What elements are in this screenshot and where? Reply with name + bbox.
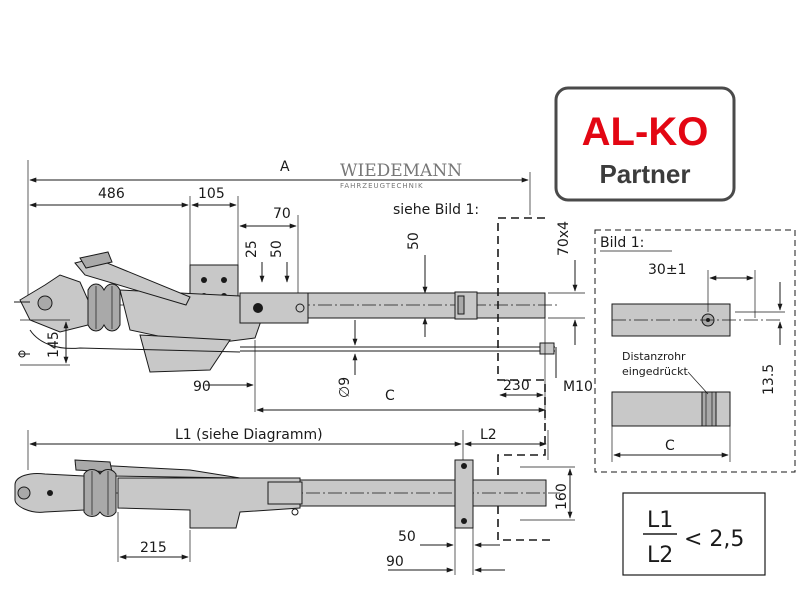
dim-90: 90 [193, 379, 211, 395]
note-siehe-bild: siehe Bild 1: [393, 202, 479, 218]
dim-50-bottom: 50 [398, 529, 416, 545]
ratio-relation: < 2,5 [684, 527, 744, 552]
watermark-main: WIEDEMANN [340, 161, 462, 181]
dim-L2: L2 [480, 427, 497, 443]
dim-50-tube: 50 [406, 232, 422, 250]
detail-dim-30: 30±1 [648, 262, 686, 278]
watermark-sub: FAHRZEUGTECHNIK [340, 182, 424, 190]
dim-90-bottom: 90 [386, 554, 404, 570]
detail-dim-13-5: 13.5 [761, 364, 777, 395]
ratio-numerator: L1 [647, 508, 673, 533]
dim-A: A [280, 159, 290, 175]
dim-L1: L1 (siehe Diagramm) [175, 427, 323, 443]
dim-70: 70 [273, 206, 291, 222]
dim-486: 486 [98, 186, 125, 202]
wiedemann-watermark: WIEDEMANN FAHRZEUGTECHNIK [340, 161, 462, 190]
dim-M10: M10 [563, 379, 593, 395]
bottom-view: L1 (siehe Diagramm) L2 160 [14, 427, 575, 575]
dim-50-vertical: 50 [269, 240, 285, 258]
top-view: A 486 105 70 25 50 siehe Bild 1: 50 [14, 159, 593, 541]
ratio-box: L1 L2 < 2,5 [622, 492, 766, 576]
dim-diameter-9: ∅9 [337, 377, 353, 398]
dim-145: 145 [46, 331, 62, 358]
dim-160: 160 [554, 483, 570, 510]
detail-note-line1: Distanzrohr [622, 350, 686, 363]
detail-bild-1: Bild 1: 30±1 13.5 Distanzrohr eingedrück… [594, 229, 796, 473]
dim-105: 105 [198, 186, 225, 202]
dim-C: C [385, 388, 395, 404]
ratio-denominator: L2 [647, 543, 673, 568]
detail-dim-C: C [665, 438, 675, 454]
alko-logo-text: AL-KO [582, 110, 709, 154]
dim-230: 230 [503, 378, 530, 394]
detail-title: Bild 1: [600, 235, 644, 251]
detail-note-line2: eingedrückt [622, 365, 688, 378]
partner-label: Partner [599, 159, 690, 189]
alko-partner-logo: AL-KO Partner [554, 86, 736, 202]
dim-25: 25 [244, 240, 260, 258]
dim-215: 215 [140, 540, 167, 556]
bellows-top [87, 283, 121, 332]
dim-70x4: 70x4 [556, 221, 572, 256]
